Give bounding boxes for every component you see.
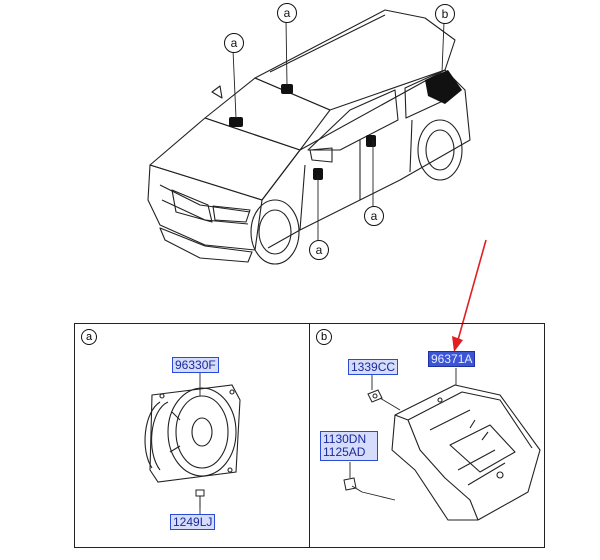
part-number-96371A[interactable]: 96371A: [428, 351, 476, 367]
callout-a-bottom-right[interactable]: a: [364, 206, 384, 226]
speaker-drawing: [144, 384, 241, 483]
vehicle-illustration: [147, 9, 471, 265]
part-number-1249LJ[interactable]: 1249LJ: [170, 514, 216, 530]
part-number-1130DN: 1130DN: [323, 432, 367, 446]
screw-drawing: [195, 489, 205, 508]
part-number-stack[interactable]: 1130DN 1125AD: [320, 431, 378, 461]
bolt-drawing: [343, 477, 363, 493]
callout-b-top-right[interactable]: b: [435, 4, 455, 24]
callout-a-bottom-center[interactable]: a: [309, 240, 329, 260]
panel-b: b: [309, 323, 545, 548]
part-number-96330F[interactable]: 96330F: [172, 357, 219, 373]
nut-drawing: [367, 389, 383, 403]
callout-leaders: [232, 19, 445, 240]
vehicle-speaker-markers: [229, 70, 462, 180]
callout-a-top-left[interactable]: a: [224, 33, 244, 53]
callout-a-top-center[interactable]: a: [277, 3, 297, 23]
panel-b-tag: b: [316, 329, 332, 345]
part-number-1125AD: 1125AD: [323, 445, 366, 459]
panel-b-leaders: [349, 368, 457, 501]
amplifier-drawing: [391, 384, 541, 521]
panel-a-tag: a: [81, 329, 97, 345]
part-number-1339CC[interactable]: 1339CC: [348, 359, 399, 375]
